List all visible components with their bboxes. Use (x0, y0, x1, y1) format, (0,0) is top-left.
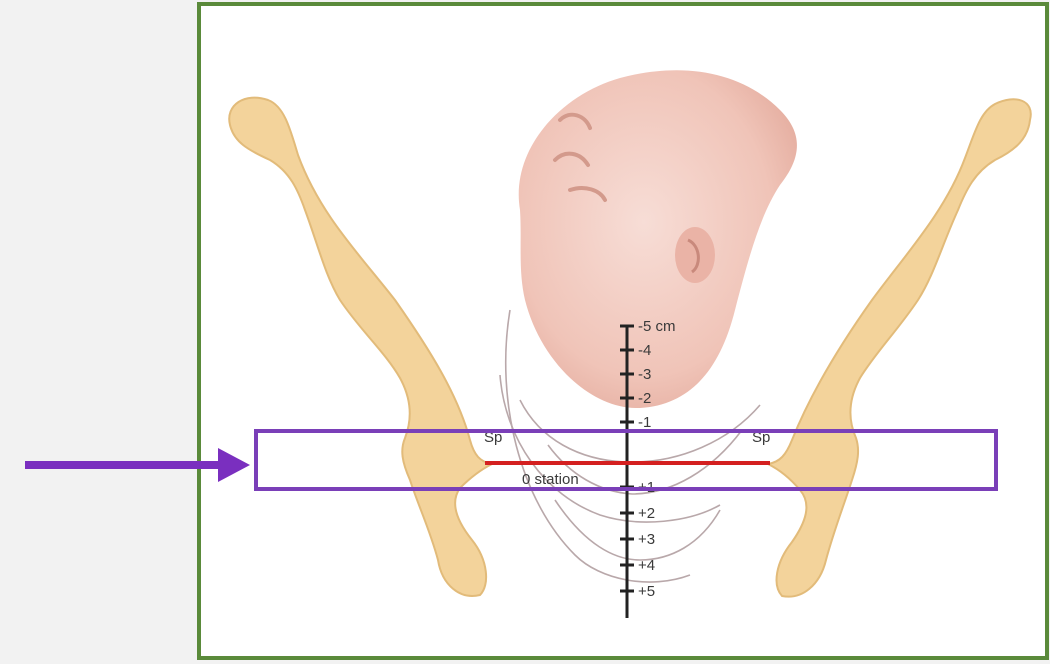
fetal-ear (675, 227, 715, 283)
lower-tick-label-1: +2 (638, 505, 655, 522)
lower-tick-label-3: +4 (638, 557, 655, 574)
upper-tick-label-2: -3 (638, 366, 651, 383)
upper-tick-label-1: -4 (638, 342, 651, 359)
upper-tick-label-0: -5 cm (638, 318, 676, 335)
upper-tick-label-3: -2 (638, 390, 651, 407)
lower-tick-label-2: +3 (638, 531, 655, 548)
upper-tick-label-4: -1 (638, 414, 651, 431)
zero-station-label: 0 station (522, 471, 579, 488)
lower-tick-label-4: +5 (638, 583, 655, 600)
